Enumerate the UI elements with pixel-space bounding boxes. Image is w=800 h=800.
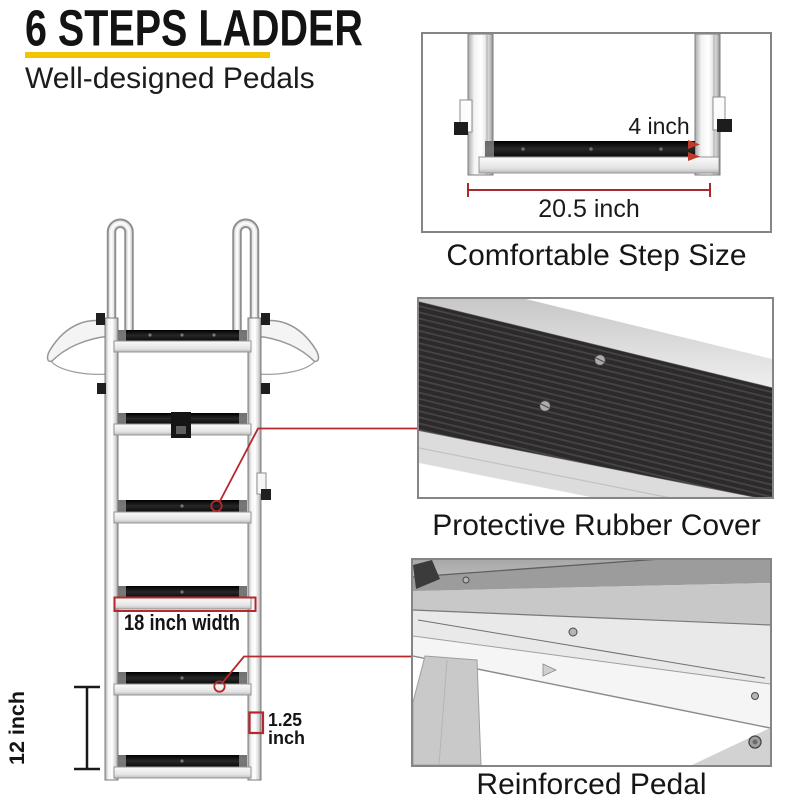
ladder-wing-right	[253, 319, 320, 376]
step-5	[113, 672, 252, 696]
step-width-label: 20.5 inch	[538, 195, 639, 223]
panel-reinforced-pedal	[411, 558, 772, 767]
callout-to-reinforced-pedal-panel	[213, 655, 413, 693]
spacing-annotation: 12 inch	[6, 685, 100, 771]
step-size-photo: 4 inch 20.5 inch	[454, 34, 732, 223]
ladder-leg	[413, 655, 482, 765]
reinforced-pedal-photo	[413, 560, 770, 765]
step-3	[113, 500, 252, 524]
screw	[751, 692, 759, 700]
step-6	[113, 755, 252, 779]
screw	[593, 353, 607, 367]
width-label: 18 inch width	[124, 610, 240, 635]
depth-label: 4 inch	[628, 113, 689, 139]
panel-step-size: 4 inch 20.5 inch	[421, 32, 772, 233]
rail-thickness-label-2: inch	[268, 728, 305, 748]
panel-rubber-cover	[417, 297, 774, 499]
rubber-cover-photo	[419, 299, 772, 497]
ladder-wing-left	[46, 319, 113, 376]
ladder-hooks	[106, 218, 260, 335]
corner-bracket	[413, 560, 440, 589]
caption-reinforced-pedal: Reinforced Pedal	[476, 768, 707, 800]
ladder-rails	[96, 313, 271, 781]
spacing-label: 12 inch	[6, 691, 29, 765]
step-2	[113, 412, 252, 438]
screw	[462, 576, 470, 584]
rail-thickness-annotation: 1.25 inch	[248, 710, 305, 748]
step-edge-top	[419, 299, 772, 388]
screw	[568, 627, 578, 637]
title-underline	[25, 52, 270, 58]
width-annotation: 18 inch width	[113, 596, 257, 635]
page-subtitle: Well-designed Pedals	[25, 62, 315, 95]
callout-to-rubber-cover-panel	[210, 427, 418, 513]
ladder-steps	[113, 330, 252, 779]
screw	[538, 399, 552, 413]
page-title: 6 STEPS LADDER	[25, 0, 363, 57]
width-measure-line	[467, 183, 711, 197]
bolt	[748, 735, 762, 749]
caption-step-size: Comfortable Step Size	[446, 239, 747, 272]
step-1	[113, 330, 252, 353]
pedal-underside	[413, 560, 770, 729]
step-4	[113, 586, 252, 610]
caption-rubber-cover: Protective Rubber Cover	[432, 509, 761, 542]
rail-thickness-label-1: 1.25	[268, 710, 302, 730]
